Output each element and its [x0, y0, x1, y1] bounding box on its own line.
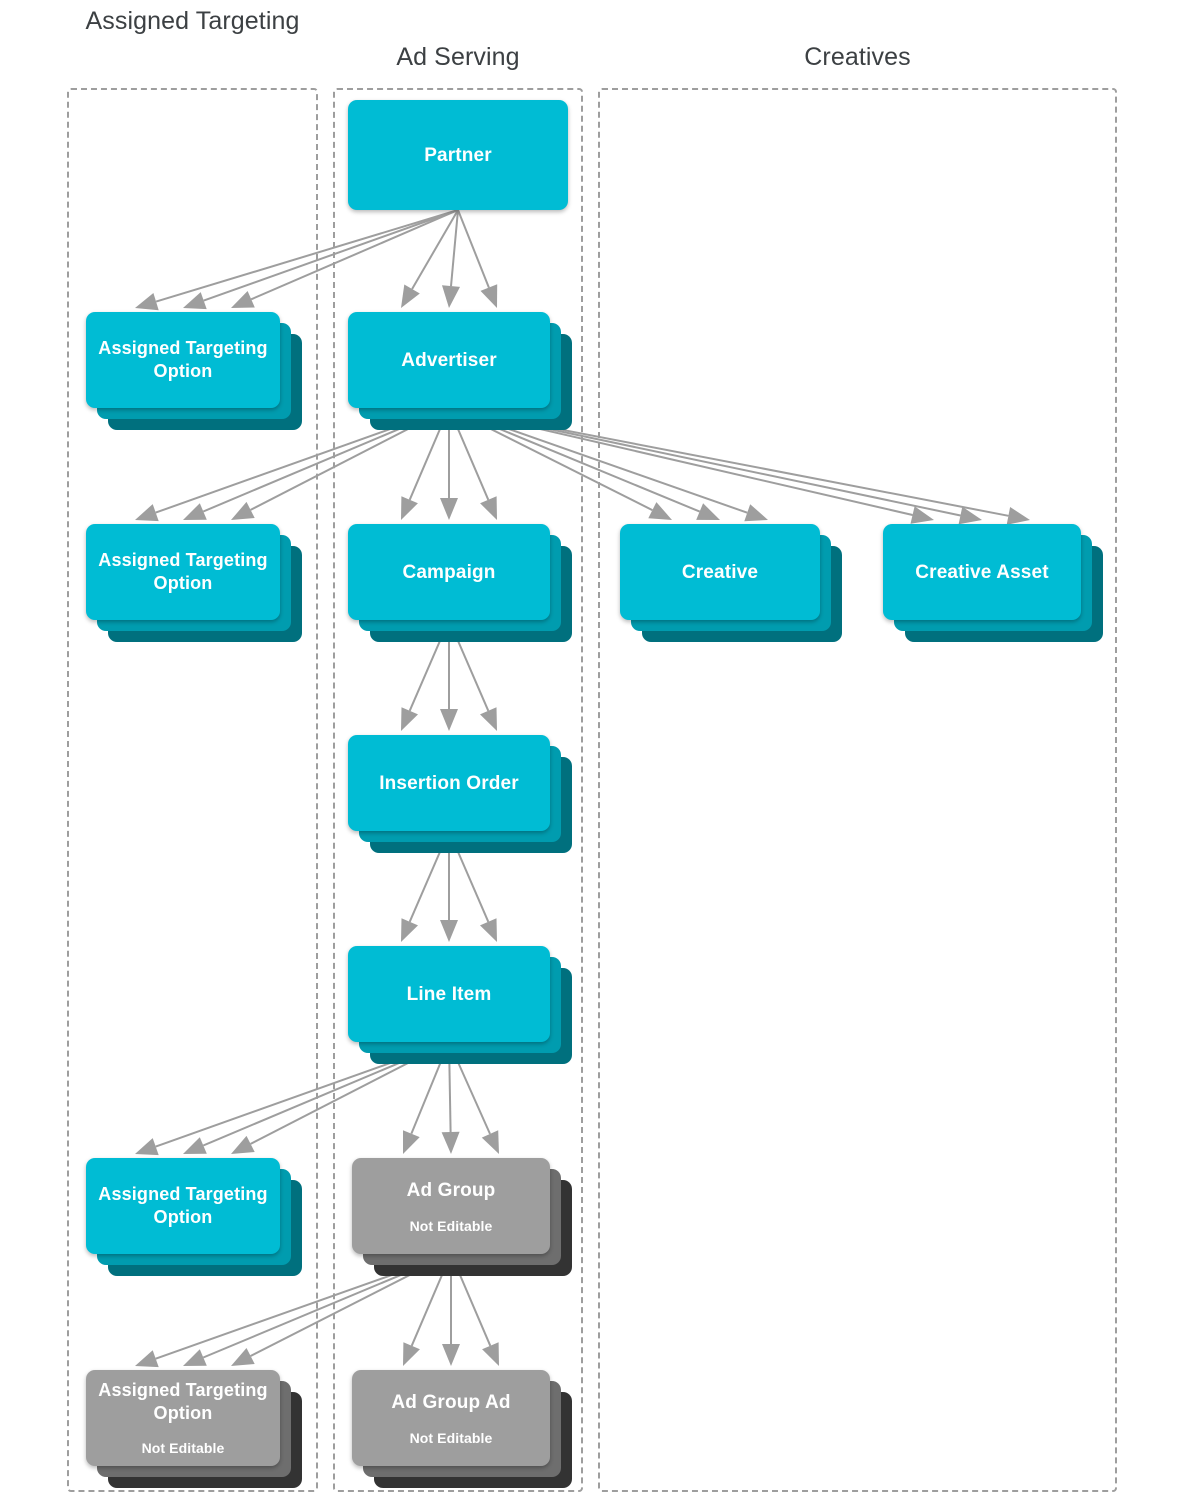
node-label: Creative: [681, 561, 759, 583]
node-advertiser[interactable]: Advertiser: [348, 312, 572, 430]
node-ato-1[interactable]: Assigned Targeting Option: [86, 312, 302, 430]
node-creative[interactable]: Creative: [620, 524, 842, 642]
node-card-ato-1[interactable]: Assigned Targeting Option: [86, 312, 280, 408]
node-campaign[interactable]: Campaign: [348, 524, 572, 642]
node-ato-2[interactable]: Assigned Targeting Option: [86, 524, 302, 642]
node-card-line-item[interactable]: Line Item: [348, 946, 550, 1042]
node-label: Assigned Targeting Option: [98, 550, 268, 593]
node-sublabel: Not Editable: [409, 1217, 493, 1234]
column-header-ad-serving: Ad Serving: [396, 43, 520, 71]
node-sublabel: Not Editable: [409, 1429, 493, 1446]
node-insertion-order[interactable]: Insertion Order: [348, 735, 572, 853]
node-creative-asset[interactable]: Creative Asset: [883, 524, 1103, 642]
node-partner[interactable]: Partner: [348, 100, 590, 232]
node-card-advertiser[interactable]: Advertiser: [348, 312, 550, 408]
node-label: Assigned Targeting Option: [98, 1184, 268, 1227]
node-label: Advertiser: [401, 349, 497, 371]
node-ad-group-ad[interactable]: Ad Group Ad Not Editable: [352, 1370, 572, 1488]
lane-creatives: [598, 88, 1117, 1492]
node-card-campaign[interactable]: Campaign: [348, 524, 550, 620]
node-label: Partner: [424, 144, 492, 166]
node-label: Insertion Order: [379, 772, 519, 794]
lane-assigned-targeting: [67, 88, 318, 1492]
lane-ad-serving: [333, 88, 583, 1492]
node-ato-3[interactable]: Assigned Targeting Option: [86, 1158, 302, 1276]
node-sublabel: Not Editable: [141, 1440, 225, 1456]
node-label: Ad Group: [406, 1179, 496, 1201]
node-card-creative-asset[interactable]: Creative Asset: [883, 524, 1081, 620]
column-header-creatives: Creatives: [804, 43, 911, 71]
node-card-creative[interactable]: Creative: [620, 524, 820, 620]
node-label: Assigned Targeting Option: [98, 338, 268, 381]
node-card-ad-group-ad[interactable]: Ad Group Ad Not Editable: [352, 1370, 550, 1466]
node-line-item[interactable]: Line Item: [348, 946, 572, 1064]
node-card-insertion-order[interactable]: Insertion Order: [348, 735, 550, 831]
node-card-ato-3[interactable]: Assigned Targeting Option: [86, 1158, 280, 1254]
node-label: Ad Group Ad: [391, 1391, 511, 1413]
node-card-partner[interactable]: Partner: [348, 100, 568, 210]
node-label: Creative Asset: [915, 561, 1049, 583]
node-label: Line Item: [406, 983, 492, 1005]
node-label: Assigned Targeting Option: [98, 1380, 268, 1423]
column-header-assigned-targeting: Assigned Targeting: [85, 7, 300, 35]
node-card-ato-2[interactable]: Assigned Targeting Option: [86, 524, 280, 620]
node-label: Campaign: [402, 561, 496, 583]
